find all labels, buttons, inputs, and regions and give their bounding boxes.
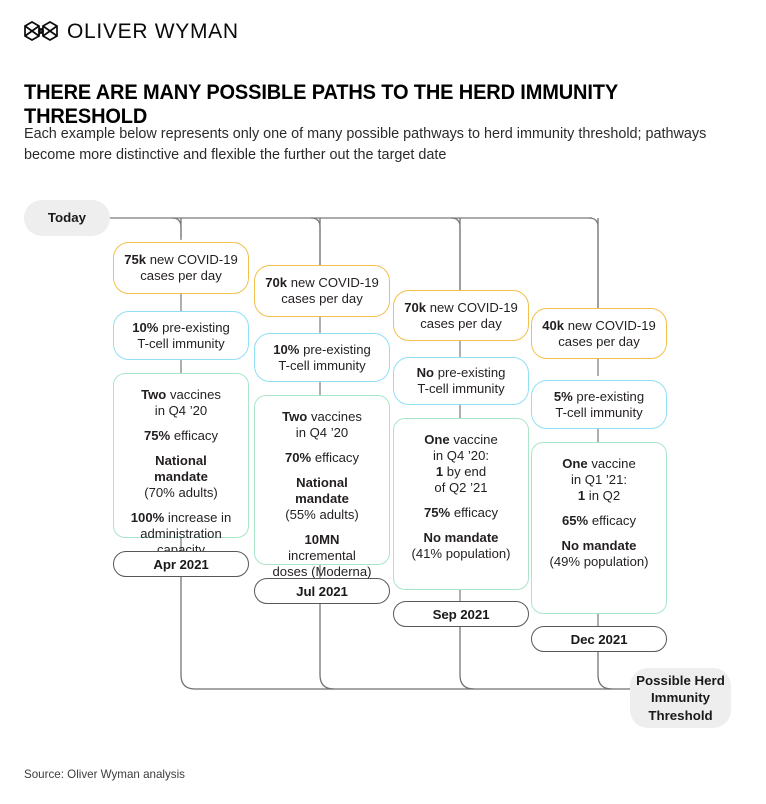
date-pill-1: Apr 2021 (113, 551, 249, 577)
cases-node-1: 75k new COVID-19 cases per day (113, 242, 249, 294)
vaccine-line: incremental (288, 547, 356, 563)
tcell-node-2: 10% pre-existing T-cell immunity (254, 333, 390, 382)
vaccine-line: of Q2 ’21 (434, 479, 488, 495)
vaccine-line: (70% adults) (144, 484, 218, 500)
vaccine-line: in Q4 ’20: (432, 447, 490, 463)
vaccine-line: 1 in Q2 (577, 487, 621, 503)
vaccine-line: in Q1 ’21: (570, 471, 628, 487)
source-note: Source: Oliver Wyman analysis (24, 768, 185, 781)
tcell-text-1: 10% pre-existing T-cell immunity (132, 319, 230, 351)
vaccine-line: 1 by end (435, 463, 487, 479)
vaccine-line: 10MN (304, 531, 340, 547)
date-pill-2: Jul 2021 (254, 578, 390, 604)
brand-lockup: OLIVER WYMAN (24, 20, 239, 42)
vaccine-line: in Q4 ’20 (295, 424, 349, 440)
vaccine-block: 70% efficacy (285, 450, 359, 466)
vaccine-block: No mandate(49% population) (550, 538, 649, 570)
vaccine-block: 75% efficacy (424, 505, 498, 521)
vaccine-line: 100% increase in (130, 509, 232, 525)
cases-text-4: 40k new COVID-19 cases per day (542, 317, 656, 349)
vaccine-line: 65% efficacy (561, 512, 636, 528)
tcell-text-2: 10% pre-existing T-cell immunity (273, 341, 371, 373)
cases-text-1: 75k new COVID-19 cases per day (124, 252, 238, 283)
vaccine-line: mandate (295, 490, 349, 506)
vaccine-line: National (155, 452, 207, 468)
vaccine-line: National (296, 474, 348, 490)
vaccine-line: doses (Moderna) (272, 563, 372, 579)
today-label: Today (47, 210, 87, 226)
vaccine-block: No mandate(41% population) (412, 530, 511, 562)
date-pill-4: Dec 2021 (531, 626, 667, 652)
cases-node-2: 70k new COVID-19 cases per day (254, 265, 390, 317)
tcell-node-4: 5% pre-existing T-cell immunity (531, 380, 667, 429)
vaccine-line: 75% efficacy (423, 504, 498, 520)
vaccine-line: One vaccine (562, 456, 636, 471)
vaccine-line: One vaccine (424, 432, 498, 447)
page-title: THERE ARE MANY POSSIBLE PATHS TO THE HER… (24, 80, 618, 129)
threshold-line: Immunity (650, 690, 711, 706)
vaccine-line: (49% population) (549, 553, 649, 569)
vaccine-line: Two vaccines (141, 387, 221, 402)
vaccine-block: 65% efficacy (562, 513, 636, 529)
vaccine-line: (55% adults) (285, 506, 359, 522)
today-chip: Today (24, 200, 110, 236)
vaccine-line: No mandate (561, 537, 637, 553)
vaccine-line: mandate (154, 468, 208, 484)
tcell-text-4: 5% pre-existing T-cell immunity (553, 388, 645, 420)
cases-node-4: 40k new COVID-19 cases per day (531, 308, 667, 359)
date-pill-3: Sep 2021 (393, 601, 529, 627)
cases-text-2: 70k new COVID-19 cases per day (265, 275, 379, 306)
brand-wordmark: OLIVER WYMAN (67, 19, 239, 43)
page-subtitle: Each example below represents only one o… (24, 126, 707, 163)
vaccine-line: No mandate (423, 529, 499, 545)
vaccine-line: (41% population) (411, 545, 511, 561)
vaccine-line: administration (140, 525, 222, 541)
vaccine-line: 70% efficacy (284, 449, 359, 465)
cases-node-3: 70k new COVID-19 cases per day (393, 290, 529, 341)
threshold-line: Threshold (648, 707, 713, 723)
tcell-node-3: No pre-existing T-cell immunity (393, 357, 529, 405)
oliver-wyman-logo-icon (24, 21, 58, 41)
cases-text-3: 70k new COVID-19 cases per day (404, 299, 518, 331)
tcell-node-1: 10% pre-existing T-cell immunity (113, 311, 249, 360)
vaccine-line: in Q4 ’20 (154, 402, 208, 418)
threshold-line: Possible Herd (636, 673, 725, 689)
vaccine-line: Two vaccines (282, 409, 362, 424)
tcell-text-3: No pre-existing T-cell immunity (416, 365, 506, 396)
vaccine-line: 75% efficacy (143, 427, 218, 443)
vaccine-block: 75% efficacy (144, 428, 218, 444)
